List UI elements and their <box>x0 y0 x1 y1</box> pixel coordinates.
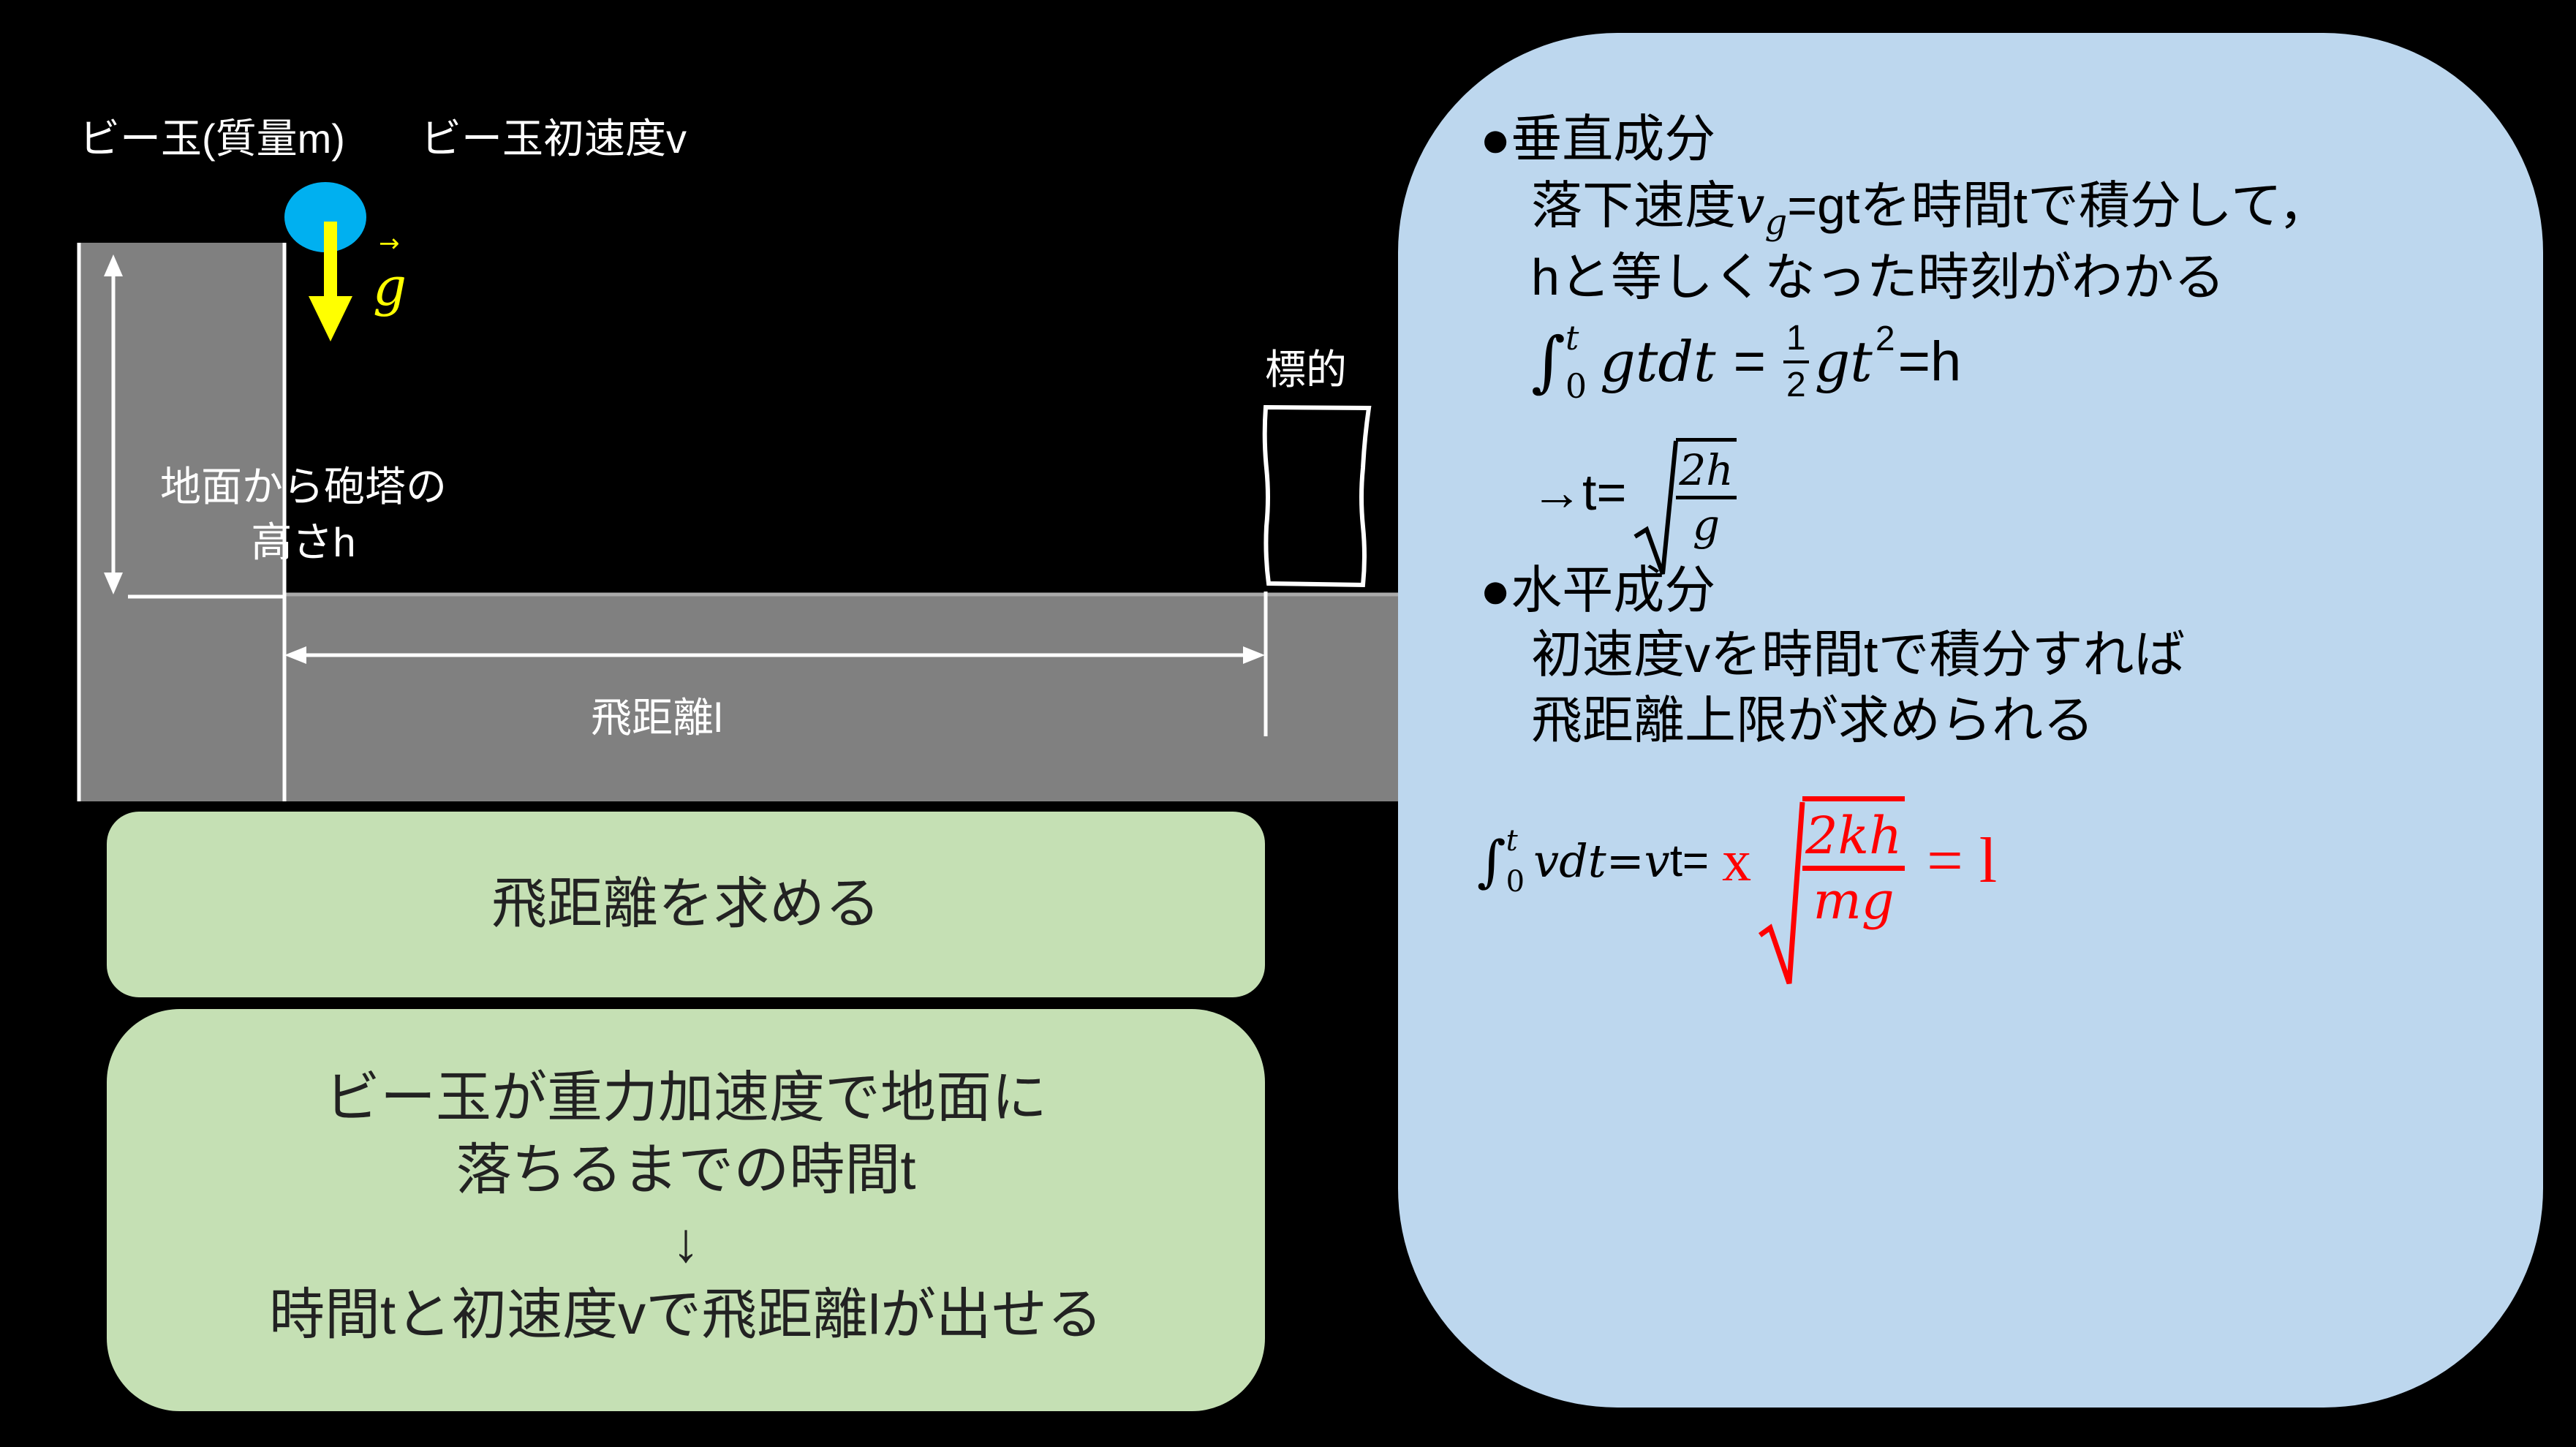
vector-arrow-mark: → <box>379 229 400 258</box>
equals: = <box>1733 330 1766 393</box>
target-label: 標的 <box>1265 347 1347 393</box>
equation-fall-integral: ∫ t 0 gtdt = 1 2 gt 2 =h <box>1531 307 1961 417</box>
marble-mass-label: ビー玉(質量m) <box>79 116 345 162</box>
horizontal-component-heading: ●水平成分 <box>1480 562 1716 619</box>
marble-ball <box>284 182 366 252</box>
integral-sign: ∫ <box>1531 323 1565 400</box>
power: 2 <box>1875 320 1895 358</box>
distance-arrow <box>284 646 1265 664</box>
vertical-line-2: hと等しくなった時刻がわかる <box>1531 249 2225 306</box>
lower-limit: 0 <box>1565 366 1587 406</box>
result-l: = l <box>1927 825 1998 896</box>
horizontal-line-1: 初速度vを時間tで積分すれば <box>1531 626 2186 683</box>
gravity-vector-label: → g <box>373 231 407 314</box>
distance-label: 飛距離l <box>591 695 723 741</box>
text: 落下速度 <box>1531 177 1736 234</box>
step-line-1: ビー玉が重力加速度で地面に <box>325 1067 1047 1129</box>
numerator: 2h <box>1676 449 1737 499</box>
horizontal-line-2: 飛距離上限が求められる <box>1531 692 2094 749</box>
gravity-arrow <box>309 222 352 341</box>
denominator: 2 <box>1786 366 1806 404</box>
fraction-half: 1 2 <box>1783 321 1809 403</box>
upper-limit: t <box>1565 318 1579 358</box>
height-label-line2: 高さh <box>251 519 356 565</box>
lhs: →t= <box>1531 464 1627 521</box>
sqrt-fraction: 2h g <box>1676 438 1737 550</box>
goal-text: 飛距離を求める <box>491 873 880 935</box>
marble-velocity-label: ビー玉初速度v <box>420 116 687 162</box>
math-sub-g: g <box>1764 202 1788 243</box>
numerator: 1 <box>1783 321 1809 363</box>
denominator: g <box>1692 500 1721 550</box>
unknown-x: x <box>1722 829 1752 893</box>
denominator: mg <box>1813 871 1895 931</box>
height-label-line1: 地面から砲塔の <box>160 464 447 510</box>
radical-icon <box>1633 440 1679 575</box>
vertical-component-heading: ●垂直成分 <box>1480 110 1716 167</box>
numerator: 2kh <box>1802 810 1905 871</box>
goal-box: 飛距離を求める <box>107 812 1265 997</box>
steps-box: ビー玉が重力加速度で地面に 落ちるまでの時間t ↓ 時間tと初速度vで飛距離lが… <box>107 1009 1265 1411</box>
rhs: =h <box>1897 330 1962 393</box>
integrand: gtdt <box>1600 329 1716 394</box>
target-box <box>1262 404 1372 588</box>
upper-limit: t <box>1506 824 1518 858</box>
gravity-symbol: g <box>373 256 407 317</box>
vertical-line-1: 落下速度vg=gtを時間tで積分して， <box>1531 180 2330 240</box>
equation-time: →t= 2h g <box>1531 423 1737 575</box>
ground <box>284 596 1398 801</box>
height-arrow <box>104 254 123 594</box>
radical-icon <box>1759 801 1805 985</box>
step-arrow: ↓ <box>672 1212 700 1274</box>
lower-limit: 0 <box>1506 865 1525 899</box>
integrand: vdt= <box>1533 834 1644 888</box>
height-label: 地面から砲塔の 高さh <box>139 459 468 570</box>
math-t: t= <box>1669 836 1710 886</box>
step-line-2: 落ちるまでの時間t <box>456 1139 916 1201</box>
math-v: v <box>1644 834 1670 888</box>
sqrt-fraction: 2kh mg <box>1802 796 1905 926</box>
equation-distance: ∫ t 0 vdt= v t= x 2kh mg = l <box>1477 766 1998 985</box>
term: gt <box>1814 329 1873 394</box>
explanation-panel <box>1398 33 2543 1408</box>
math-v: v <box>1736 175 1765 235</box>
step-line-3: 時間tと初速度vで飛距離lが出せる <box>269 1284 1103 1346</box>
integral-sign: ∫ <box>1477 828 1506 893</box>
text: =gtを時間tで積分して， <box>1787 177 2330 234</box>
